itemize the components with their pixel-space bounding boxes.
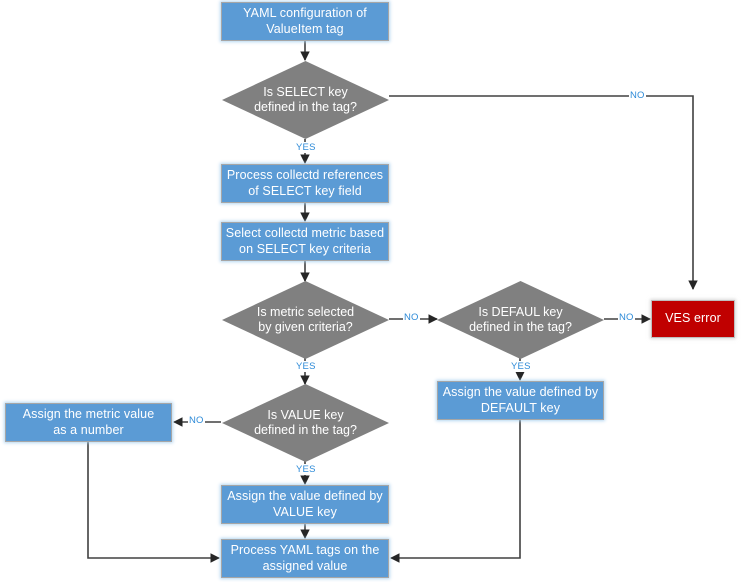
edge-number-to-processtags — [87, 442, 220, 563]
edge-label-default-no: NO — [618, 312, 635, 323]
node-select-collectd-metric[interactable]: Select collectd metric based on SELECT k… — [221, 222, 389, 261]
node-process-collectd-references[interactable]: Process collectd references of SELECT ke… — [221, 164, 389, 203]
node-decision-metric-selected[interactable]: Is metric selected by given criteria? — [222, 281, 389, 359]
edge-label-metric-selected-no: NO — [403, 312, 420, 323]
node-decision-select-key[interactable]: Is SELECT key defined in the tag? — [222, 61, 389, 139]
node-assign-default-value-text: Assign the value defined by DEFAULT key — [442, 385, 599, 415]
diamond-shape — [222, 384, 389, 462]
edge-select-no-to-error — [389, 95, 698, 290]
node-start[interactable]: YAML configuration of ValueItem tag — [221, 2, 389, 41]
node-assign-default-value[interactable]: Assign the value defined by DEFAULT key — [437, 381, 604, 420]
node-process-yaml-tags-text: Process YAML tags on the assigned value — [230, 543, 380, 573]
edge-label-default-yes: YES — [510, 361, 532, 372]
node-process-collectd-references-text: Process collectd references of SELECT ke… — [226, 168, 384, 198]
node-assign-value-key-text: Assign the value defined by VALUE key — [227, 489, 383, 519]
node-assign-value-key[interactable]: Assign the value defined by VALUE key — [221, 485, 389, 524]
node-decision-value-key[interactable]: Is VALUE key defined in the tag? — [222, 384, 389, 462]
edge-assigndefault-to-processtags — [390, 419, 521, 563]
diamond-shape — [222, 61, 389, 139]
node-select-collectd-metric-text: Select collectd metric based on SELECT k… — [225, 226, 385, 256]
edge-label-value-no: NO — [188, 415, 205, 426]
edge-label-value-yes: YES — [295, 464, 317, 475]
edge-label-select-no: NO — [629, 90, 646, 101]
node-process-yaml-tags[interactable]: Process YAML tags on the assigned value — [221, 539, 389, 578]
edge-label-metric-selected-yes: YES — [295, 361, 317, 372]
node-assign-metric-value-number-text: Assign the metric value as a number — [22, 407, 155, 437]
diamond-shape — [437, 281, 604, 359]
node-ves-error[interactable]: VES error — [651, 300, 735, 338]
node-ves-error-text: VES error — [665, 311, 721, 326]
node-decision-default-key[interactable]: Is DEFAUL key defined in the tag? — [437, 281, 604, 359]
diamond-shape — [222, 281, 389, 359]
node-assign-metric-value-number[interactable]: Assign the metric value as a number — [5, 403, 172, 442]
edge-label-select-yes: YES — [295, 142, 317, 153]
node-start-text: YAML configuration of ValueItem tag — [243, 6, 367, 36]
